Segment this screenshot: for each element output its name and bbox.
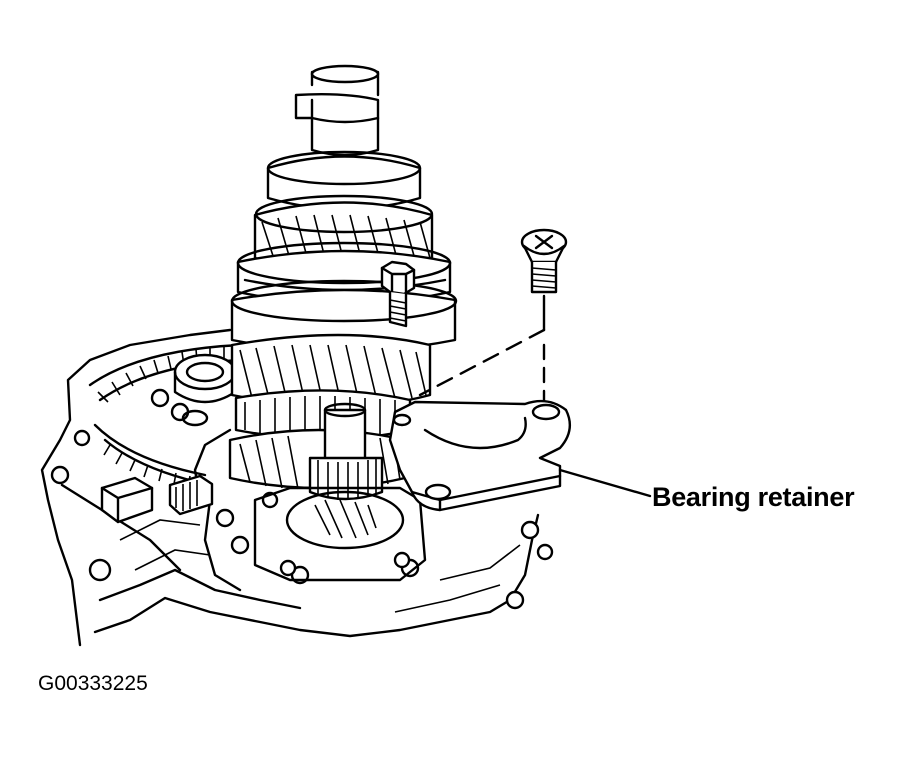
figure-code: G00333225 <box>38 672 148 695</box>
bearing-retainer <box>388 399 572 512</box>
bearing-retainer-label: Bearing retainer <box>652 482 855 512</box>
retainer-screw <box>520 228 568 294</box>
callout-leader-line <box>558 468 652 498</box>
bolt <box>380 260 416 328</box>
selector-block <box>100 474 214 524</box>
transaxle-case <box>40 328 554 647</box>
alignment-lines <box>418 294 546 402</box>
bearing <box>173 353 237 427</box>
